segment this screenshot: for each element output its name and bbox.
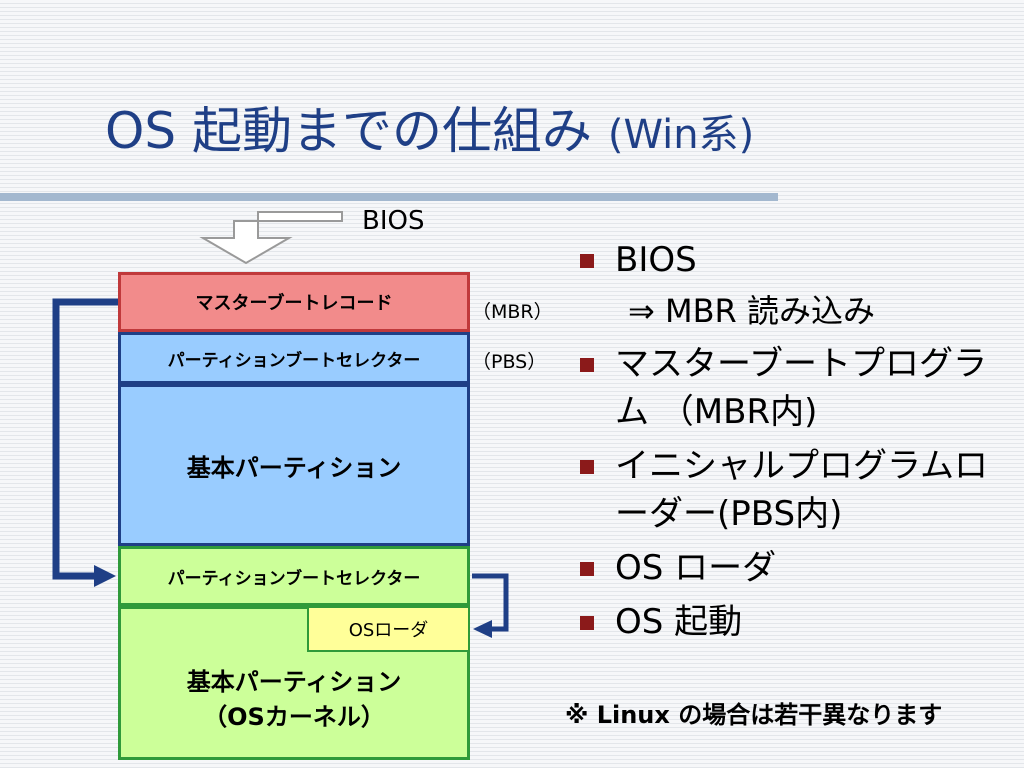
partition-box-1: 基本パーティション: [118, 384, 470, 546]
linux-note: ※ Linux の場合は若干異なります: [565, 701, 943, 729]
pbs-box-label: パーティションブートセレクター: [167, 350, 421, 371]
partition-box-2-label: 基本パーティション: [186, 668, 402, 697]
bullet-bios: BIOS: [578, 236, 1008, 284]
boot-steps-list: BIOS ⇒ MBR 読み込み マスターブートプログラム （MBR内) イニシャ…: [578, 236, 1008, 652]
pbs-box: パーティションブートセレクター: [118, 332, 470, 384]
bios-label: BIOS: [362, 206, 425, 236]
partition-box-2: 基本パーティション （OSカーネル）: [118, 606, 470, 760]
title-suffix: (Win系): [607, 112, 755, 158]
sub-bullet-mbr-read: ⇒ MBR 読み込み: [628, 292, 875, 330]
mbr-side-label: （MBR）: [472, 301, 553, 323]
title-main: OS 起動までの仕組み: [105, 102, 592, 160]
mbr-to-pbs-arrowhead-icon: [94, 565, 116, 587]
bullet-initial-program-loader-text: イニシャルプログラムローダー(PBS内): [615, 446, 988, 534]
mbr-box-label: マスターブートレコード: [195, 293, 393, 314]
title-underline: [0, 193, 778, 201]
partition-box-2-sublabel: （OSカーネル）: [203, 703, 385, 731]
bullet-master-boot-program-text: マスターブートプログラム （MBR内): [615, 344, 987, 432]
bullet-os-boot: OS 起動: [578, 598, 1008, 646]
bullet-os-loader-text: OS ローダ: [615, 548, 777, 588]
bios-arrow-icon: [199, 211, 343, 265]
pbs-to-osloader-connector: [472, 573, 509, 632]
pbs-box-2-label: パーティションブートセレクター: [167, 568, 421, 589]
bullet-bios-text: BIOS: [615, 240, 697, 280]
bullet-os-loader: OS ローダ: [578, 544, 1008, 592]
bullet-os-boot-text: OS 起動: [615, 602, 743, 642]
pbs-side-label: （PBS）: [472, 351, 547, 373]
os-loader-box: OSローダ: [307, 606, 470, 652]
page-title: OS 起動までの仕組み (Win系): [105, 104, 754, 159]
mbr-to-pbs-connector: [52, 298, 118, 580]
pbs-box-2: パーティションブートセレクター: [118, 546, 470, 606]
mbr-box: マスターブートレコード: [118, 272, 470, 332]
bullet-initial-program-loader: イニシャルプログラムローダー(PBS内): [578, 442, 1008, 538]
bullet-master-boot-program: マスターブートプログラム （MBR内): [578, 340, 1008, 436]
pbs-to-osloader-arrowhead-icon: [473, 620, 492, 638]
partition-box-1-label: 基本パーティション: [186, 453, 402, 482]
os-loader-label: OSローダ: [348, 620, 429, 641]
